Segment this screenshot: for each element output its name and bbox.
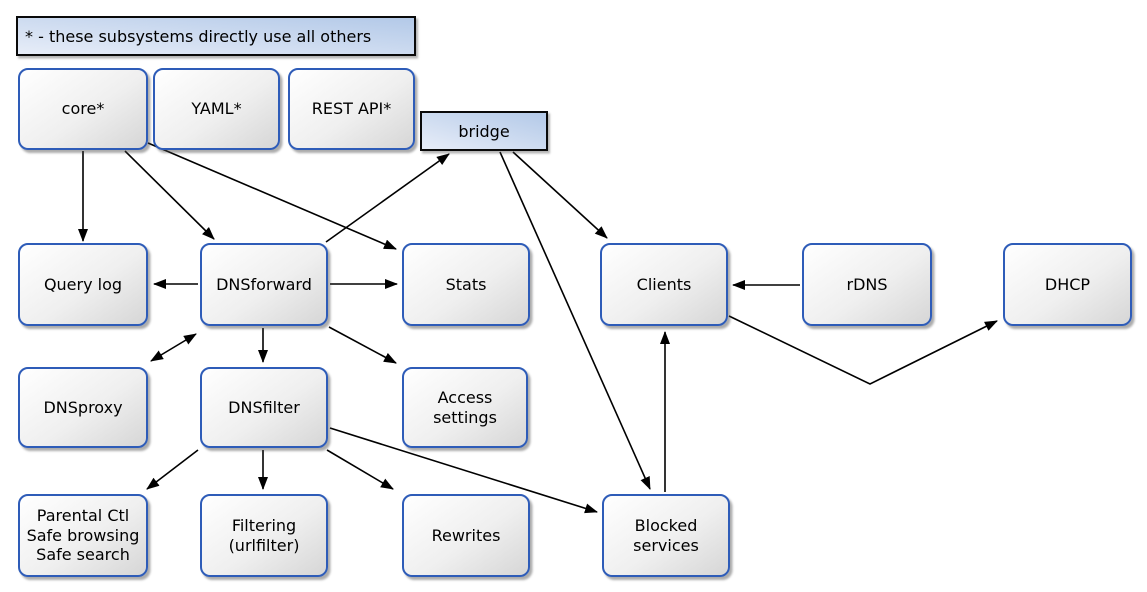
node-bridge-label: bridge [458, 121, 510, 141]
node-dnsfilter-label: DNSfilter [228, 397, 300, 417]
edge-bridge-to-blocked [499, 151, 651, 490]
legend-text: * - these subsystems directly use all ot… [25, 26, 372, 46]
node-rewrites-label: Rewrites [431, 525, 501, 545]
node-yaml-label: YAML* [191, 99, 242, 119]
node-parental-safebrowsing-safesearch: Parental Ctl Safe browsing Safe search [18, 494, 148, 577]
node-bridge: bridge [420, 111, 548, 151]
node-core: core* [18, 68, 148, 150]
node-dnsforward-label: DNSforward [216, 274, 312, 294]
edge-dnsforward-dnsproxy-bidirectional [150, 333, 197, 362]
node-dhcp-label: DHCP [1044, 274, 1091, 294]
edge-dnsfilter-to-parental [146, 449, 199, 490]
node-yaml: YAML* [153, 68, 280, 150]
node-filtering-urlfilter: Filtering (urlfilter) [200, 494, 328, 577]
node-access-settings: Access settings [402, 367, 528, 448]
node-dhcp: DHCP [1003, 243, 1132, 326]
edge-dnsfilter-to-rewrites [326, 449, 394, 490]
node-dnsfilter: DNSfilter [200, 367, 328, 448]
node-rest-api-label: REST API* [311, 99, 392, 119]
edge-core-to-dnsforward [124, 150, 215, 240]
node-blocked-services-label: Blocked services [633, 515, 699, 555]
edge-core-to-stats [147, 142, 397, 250]
edge-clients-to-dhcp [728, 315, 998, 385]
node-query-log: Query log [18, 243, 148, 326]
edge-dnsfilter-to-blocked [329, 427, 598, 514]
node-access-settings-label: Access settings [433, 387, 497, 427]
edge-bridge-to-clients [512, 151, 608, 239]
node-rest-api: REST API* [288, 68, 415, 150]
edge-dnsforward-to-bridge [325, 153, 450, 243]
node-rdns: rDNS [802, 243, 932, 326]
node-core-label: core* [61, 99, 105, 119]
node-clients: Clients [600, 243, 728, 326]
node-dnsproxy: DNSproxy [18, 367, 148, 448]
node-dnsforward: DNSforward [200, 243, 328, 326]
legend-box: * - these subsystems directly use all ot… [16, 16, 416, 56]
node-dnsproxy-label: DNSproxy [43, 397, 123, 417]
node-rdns-label: rDNS [846, 274, 888, 294]
node-stats-label: Stats [445, 274, 487, 294]
node-query-log-label: Query log [43, 274, 123, 294]
edge-dnsforward-to-access [328, 326, 397, 364]
node-clients-label: Clients [636, 274, 692, 294]
node-rewrites: Rewrites [402, 494, 530, 577]
node-filtering-label: Filtering (urlfilter) [228, 515, 300, 555]
node-blocked-services: Blocked services [602, 494, 730, 577]
node-stats: Stats [402, 243, 530, 326]
node-parental-label: Parental Ctl Safe browsing Safe search [26, 506, 140, 565]
